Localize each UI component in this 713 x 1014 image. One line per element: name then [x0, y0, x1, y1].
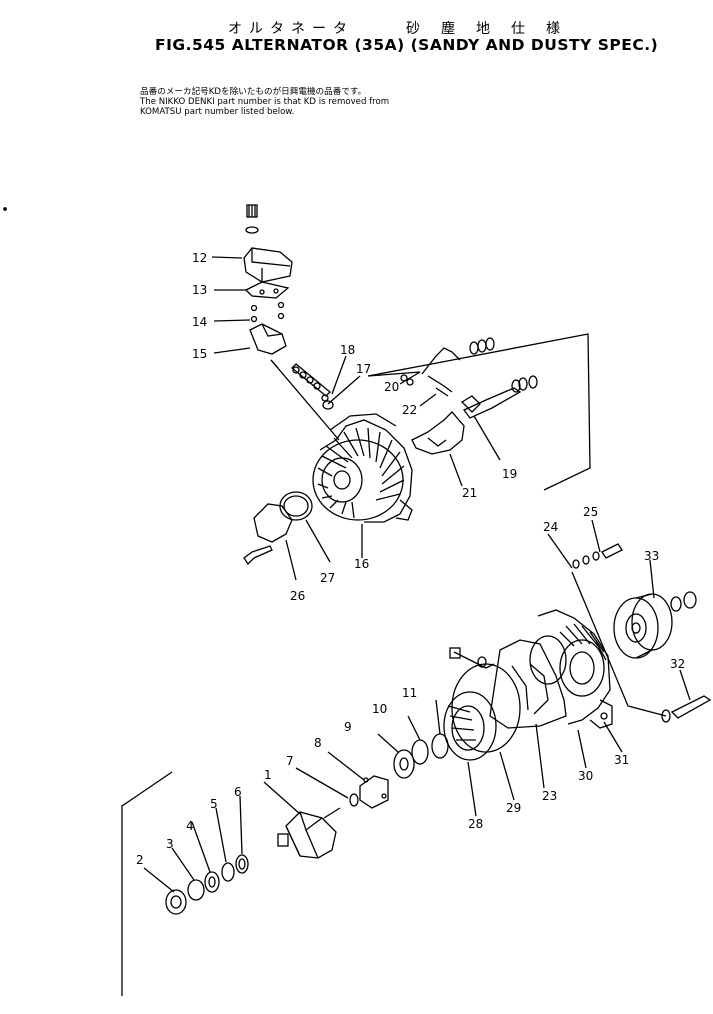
part-number-note: 品番のメーカ記号KDを除いたものが日興電機の品番です。 The NIKKO DE… [140, 87, 389, 117]
spacer-10 [411, 739, 429, 765]
callout-16: 16 [354, 557, 369, 571]
japanese-title: オルタネータ 砂塵地仕様 [228, 18, 581, 38]
regulator-gasket [244, 281, 290, 299]
fan [489, 639, 567, 729]
callout-17: 17 [356, 362, 371, 376]
lead-wire [421, 347, 461, 375]
rear-frame-assembly [291, 337, 538, 523]
callout-12: 12 [192, 251, 207, 265]
callout-33: 33 [644, 549, 659, 563]
regulator-assembly [243, 204, 293, 355]
rear-cover [243, 491, 313, 566]
note-en-line-1: The NIKKO DENKI part number is that KD i… [140, 97, 390, 107]
collar-7 [349, 793, 359, 807]
pulley-nut [683, 591, 697, 609]
callout-11: 11 [402, 686, 417, 700]
front-frame-assembly [349, 543, 712, 809]
cover-screw [243, 545, 273, 566]
callout-26: 26 [290, 589, 305, 603]
bearing-4 [204, 871, 220, 893]
callout-3: 3 [166, 837, 174, 851]
callout-20: 20 [384, 380, 399, 394]
callout-10: 10 [372, 702, 387, 716]
ring-5 [221, 862, 235, 882]
callout-22: 22 [402, 403, 417, 417]
callout-14: 14 [192, 315, 207, 329]
callout-27: 27 [320, 571, 335, 585]
callout-18: 18 [340, 343, 355, 357]
rear-frame [312, 439, 404, 521]
pulley [613, 597, 659, 659]
callout-30: 30 [578, 769, 593, 783]
terminal-bolt [462, 387, 522, 419]
regulator-bracket [249, 323, 287, 355]
callout-24: 24 [543, 520, 558, 534]
callout-4: 4 [186, 819, 194, 833]
front-frame [537, 609, 611, 725]
callout-6: 6 [234, 785, 242, 799]
callout-13: 13 [192, 283, 207, 297]
insulator-cover [411, 411, 465, 455]
note-en-line-2: KOMATSU part number listed below. [140, 107, 295, 117]
bearing-retainer [359, 775, 389, 809]
bearing-9 [393, 749, 415, 779]
callout-5: 5 [210, 797, 218, 811]
callout-25: 25 [583, 505, 598, 519]
callout-9: 9 [344, 720, 352, 734]
figure-title: FIG.545 ALTERNATOR (35A) (SANDY AND DUST… [155, 36, 659, 54]
ring-6 [235, 854, 249, 874]
callout-7: 7 [286, 754, 294, 768]
callout-32: 32 [670, 657, 685, 671]
callout-23: 23 [542, 789, 557, 803]
callout-29: 29 [506, 801, 521, 815]
callout-28: 28 [468, 817, 483, 831]
callout-19: 19 [502, 467, 517, 481]
rotor [285, 811, 337, 859]
cover-gasket [279, 491, 313, 521]
through-bolt [670, 695, 712, 719]
note-jp-line: 品番のメーカ記号KDを除いたものが日興電機の品番です。 [140, 87, 367, 97]
callout-21: 21 [462, 486, 477, 500]
stray-mark [3, 207, 7, 211]
bearing-11 [431, 733, 449, 759]
washer-2 [165, 889, 187, 915]
callout-8: 8 [314, 736, 322, 750]
spacer-3 [187, 879, 205, 901]
jp-part-name: オルタネータ [228, 21, 354, 37]
rotor-assembly [165, 807, 341, 915]
callout-31: 31 [614, 753, 629, 767]
callout-15: 15 [192, 347, 207, 361]
jp-spec: 砂塵地仕様 [406, 21, 581, 37]
callout-2: 2 [136, 853, 144, 867]
regulator-body [243, 247, 293, 283]
callout-1: 1 [264, 768, 272, 782]
